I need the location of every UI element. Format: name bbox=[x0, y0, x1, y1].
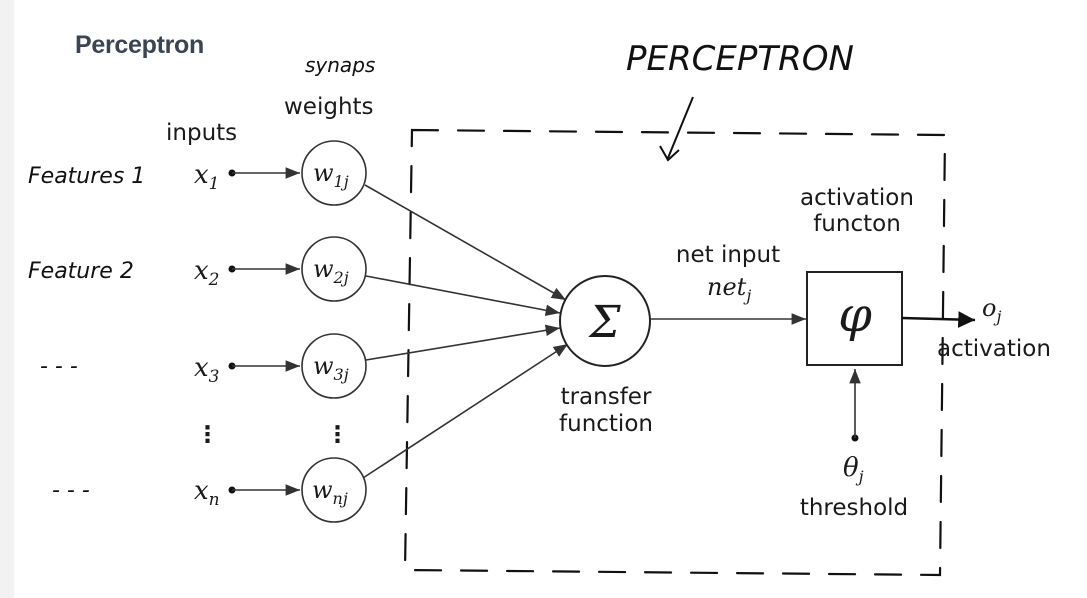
weight-to-sum-edges bbox=[362, 184, 569, 479]
weight-node-wn: wnj bbox=[301, 457, 367, 523]
svg-text:xn: xn bbox=[194, 476, 220, 510]
svg-text:wnj: wnj bbox=[312, 476, 348, 508]
vdots-inputs: ⋮ bbox=[196, 422, 219, 448]
svg-text:x3: x3 bbox=[194, 353, 220, 387]
weight-node-w2: w2j bbox=[301, 236, 367, 302]
handwritten-arrow bbox=[659, 96, 694, 162]
transfer-function-label-line2: function bbox=[559, 411, 653, 437]
activation-function-label-line1: activation bbox=[800, 185, 914, 211]
handwritten-heading: PERCEPTRON bbox=[626, 39, 854, 79]
weight-node-w3: w3j bbox=[301, 333, 367, 399]
output-edge bbox=[901, 311, 976, 328]
transfer-function-label-line1: transfer bbox=[561, 384, 652, 410]
page-title: Perceptron bbox=[75, 31, 204, 59]
activation-function-label-line2: functon bbox=[813, 211, 901, 237]
handwritten-synapse-note: synaps bbox=[305, 53, 375, 77]
left-gutter bbox=[0, 0, 14, 598]
summation-node: Σ bbox=[559, 275, 651, 367]
handwritten-dots-3: - - - bbox=[40, 354, 78, 379]
svg-text:Σ: Σ bbox=[587, 297, 621, 348]
activation-function-box: φ bbox=[806, 271, 903, 366]
handwritten-dots-n: - - - bbox=[52, 478, 90, 503]
input-x2: x2 bbox=[194, 256, 300, 290]
threshold-label: threshold bbox=[800, 495, 908, 521]
threshold-input bbox=[849, 369, 861, 442]
handwritten-feature-1: Features 1 bbox=[28, 164, 145, 189]
theta-j-symbol: θj bbox=[843, 453, 864, 486]
handwritten-feature-2: Feature 2 bbox=[28, 259, 134, 284]
weights-label: weights bbox=[284, 94, 374, 120]
svg-text:w3j: w3j bbox=[313, 352, 349, 384]
svg-text:x2: x2 bbox=[194, 256, 220, 290]
weight-node-w1: w1j bbox=[301, 140, 367, 206]
inputs-label: inputs bbox=[166, 120, 237, 146]
input-xn: xn bbox=[194, 476, 300, 510]
vdots-weights: ⋮ bbox=[326, 422, 349, 448]
net-input-label: net input bbox=[676, 242, 780, 268]
svg-text:x1: x1 bbox=[194, 160, 220, 194]
activation-output-label: activation bbox=[937, 336, 1051, 362]
input-x1: x1 bbox=[194, 160, 300, 194]
dashed-boundary bbox=[403, 128, 947, 577]
svg-text:w1j: w1j bbox=[313, 159, 349, 191]
svg-text:w2j: w2j bbox=[313, 255, 349, 287]
output-o-j-symbol: oj bbox=[982, 294, 1001, 326]
input-x3: x3 bbox=[194, 353, 300, 387]
svg-text:φ: φ bbox=[838, 287, 872, 343]
net-j-symbol: netj bbox=[707, 273, 751, 305]
